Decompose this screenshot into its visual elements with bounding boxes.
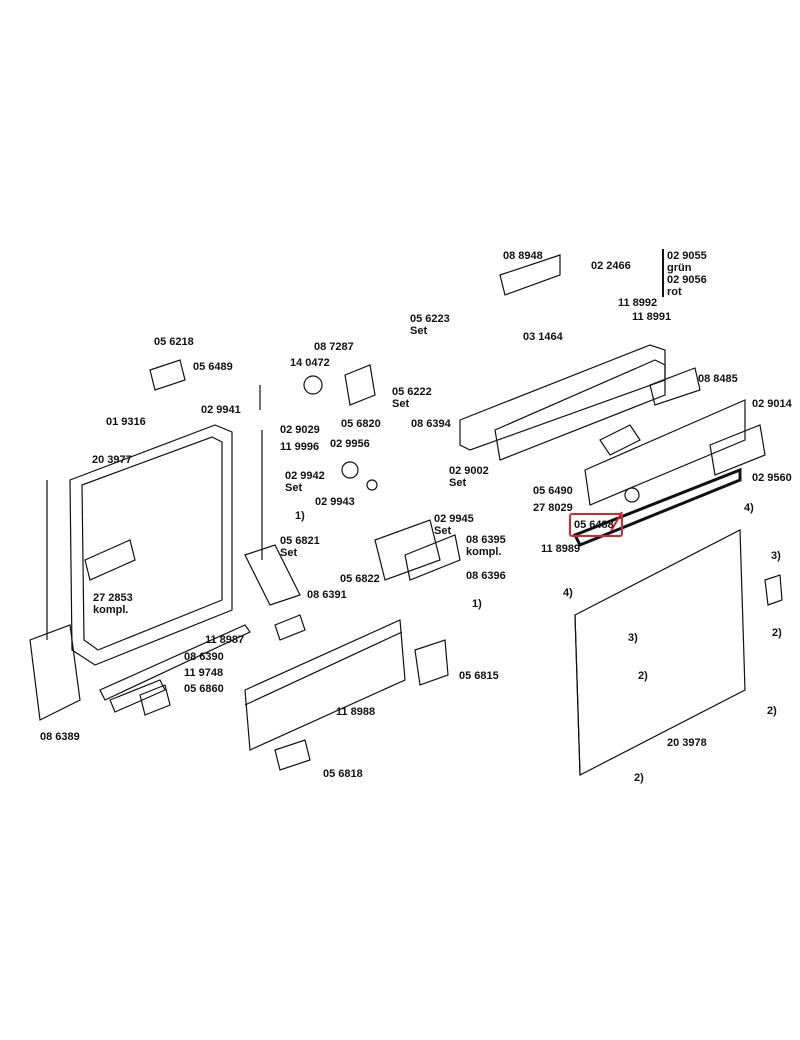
part-label: 01 9316 [106,416,146,428]
part-label: Set [434,525,452,537]
part-label: kompl. [93,604,129,616]
part-label: 02 9942 [285,470,325,482]
part-label: 11 8989 [541,543,581,555]
door-frame-part [29,385,301,721]
highlighted-part-number: 05 6488 [574,519,614,531]
part-label: 08 8948 [503,250,543,262]
highlight-box [569,513,623,537]
part-label: Set [285,482,303,494]
part-label: 11 9748 [184,667,224,679]
part-label: 4) [563,587,573,599]
part-label: 3) [628,632,638,644]
part-label: 05 6822 [340,573,380,585]
kickplate-part [139,614,449,771]
part-label: 11 8992 [618,297,658,309]
part-label: 08 6395 [466,534,506,546]
door-outer-panel-part [574,529,783,776]
part-label: 27 8029 [533,502,573,514]
door-lock-part [149,359,461,581]
part-label: 02 9943 [315,496,355,508]
part-label: 05 6821 [280,535,320,547]
part-label: 02 9560 [752,472,792,484]
part-label: 2) [638,670,648,682]
part-label: 08 6396 [466,570,506,582]
part-label: 05 6222 [392,386,432,398]
part-label: grün [667,262,692,274]
part-label: Set [280,547,298,559]
part-label: 1) [295,510,305,522]
part-label: 02 9941 [201,404,241,416]
part-label: 05 6818 [323,768,363,780]
part-label: 05 6860 [184,683,224,695]
part-label: 05 6820 [341,418,381,430]
part-label: 02 9014 [752,398,792,410]
part-label: Set [410,325,428,337]
part-label: 3) [771,550,781,562]
part-label: 02 9029 [280,424,320,436]
part-label: 03 1464 [523,331,563,343]
part-label: 02 9945 [434,513,474,525]
part-label: 1) [472,598,482,610]
part-label: 02 9056 [667,274,707,286]
control-panel-part [459,254,766,547]
part-label: 08 7287 [314,341,354,353]
part-label: 02 9956 [330,438,370,450]
part-label: 11 8987 [205,634,245,646]
part-label: 05 6490 [533,485,573,497]
part-label: 05 6218 [154,336,194,348]
part-label: 11 8988 [336,706,376,718]
part-label: 11 8991 [632,311,672,323]
part-label: 08 6394 [411,418,451,430]
part-label: 02 2466 [591,260,631,272]
part-label: 20 3977 [92,454,132,466]
part-label: 02 9055 [667,250,707,262]
part-label: kompl. [466,546,502,558]
part-label: 2) [634,772,644,784]
part-label: 27 2853 [93,592,133,604]
part-label: 05 6223 [410,313,450,325]
part-label: Set [392,398,410,410]
part-label: 05 6815 [459,670,499,682]
part-label: 02 9002 [449,465,489,477]
part-label: 08 6389 [40,731,80,743]
part-label: 08 6391 [307,589,347,601]
part-label: 4) [744,502,754,514]
part-label: 20 3978 [667,737,707,749]
part-label: 11 9996 [280,441,320,453]
part-label: 14 0472 [290,357,330,369]
part-label: 08 6390 [184,651,224,663]
part-label: 2) [767,705,777,717]
part-label: Set [449,477,467,489]
part-label: 08 8485 [698,373,738,385]
part-label: 05 6489 [193,361,233,373]
part-label: 2) [772,627,782,639]
part-label: rot [667,286,682,298]
label-bracket [662,249,664,297]
